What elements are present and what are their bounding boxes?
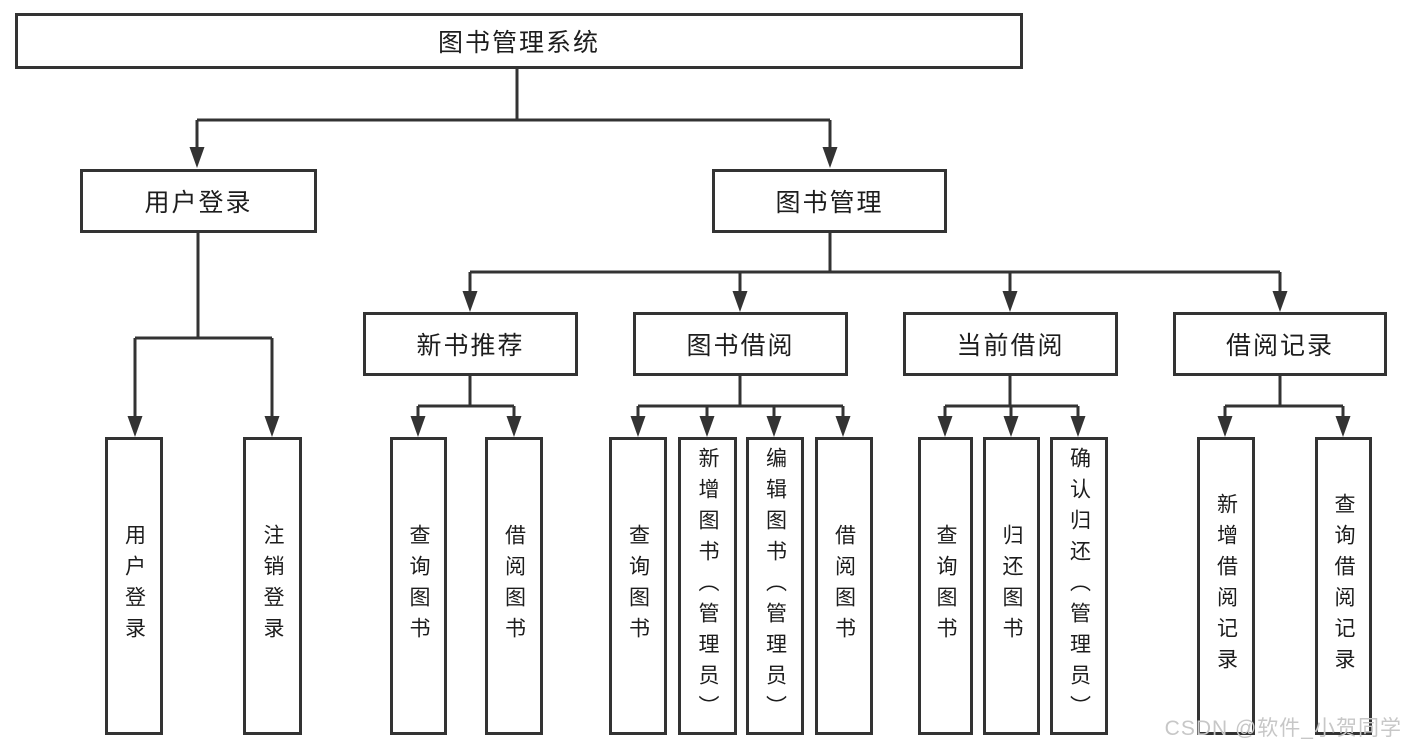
csdn-watermark: CSDN @软件_小贺同学 [1164, 717, 1402, 740]
leaf-return-books-label: 归还图书 [1000, 524, 1023, 648]
leaf-user-login-label: 用户登录 [122, 524, 146, 648]
leaf-query-books-current-label: 查询图书 [934, 524, 957, 648]
node-user-login: 用户登录 [80, 169, 317, 233]
leaf-borrow-books: 借阅图书 [815, 437, 873, 735]
leaf-confirm-return-admin: 确认归还（管理员） [1050, 437, 1108, 735]
leaf-confirm-return-admin-label: 确认归还（管理员） [1067, 446, 1091, 726]
leaf-borrow-books-recommend-label: 借阅图书 [502, 524, 526, 648]
leaf-edit-books-admin-label: 编辑图书（管理员） [763, 446, 787, 726]
leaf-query-borrow-record-label: 查询借阅记录 [1332, 493, 1355, 679]
leaf-logout-label: 注销登录 [261, 524, 284, 648]
leaf-add-books-admin-label: 新增图书（管理员） [696, 446, 719, 726]
leaf-edit-books-admin: 编辑图书（管理员） [746, 437, 804, 735]
node-borrowing-records: 借阅记录 [1173, 312, 1387, 376]
leaf-query-books-recommend: 查询图书 [390, 437, 447, 735]
leaf-query-books-borrowing-label: 查询图书 [626, 524, 650, 648]
leaf-borrow-books-label: 借阅图书 [832, 524, 856, 648]
leaf-query-books-borrowing: 查询图书 [609, 437, 667, 735]
node-book-management: 图书管理 [712, 169, 947, 233]
leaf-add-borrow-record-label: 新增借阅记录 [1214, 493, 1238, 679]
leaf-query-books-recommend-label: 查询图书 [407, 524, 430, 648]
leaf-return-books: 归还图书 [983, 437, 1040, 735]
leaf-add-books-admin: 新增图书（管理员） [678, 437, 737, 735]
leaf-query-borrow-record: 查询借阅记录 [1315, 437, 1372, 735]
leaf-borrow-books-recommend: 借阅图书 [485, 437, 543, 735]
node-new-book-recommend: 新书推荐 [363, 312, 578, 376]
leaf-query-books-current: 查询图书 [918, 437, 973, 735]
leaf-logout: 注销登录 [243, 437, 302, 735]
node-current-borrowing: 当前借阅 [903, 312, 1118, 376]
leaf-user-login: 用户登录 [105, 437, 163, 735]
leaf-add-borrow-record: 新增借阅记录 [1197, 437, 1255, 735]
node-book-borrowing: 图书借阅 [633, 312, 848, 376]
arrowheads [127, 147, 1351, 437]
node-library-management-system: 图书管理系统 [15, 13, 1023, 69]
